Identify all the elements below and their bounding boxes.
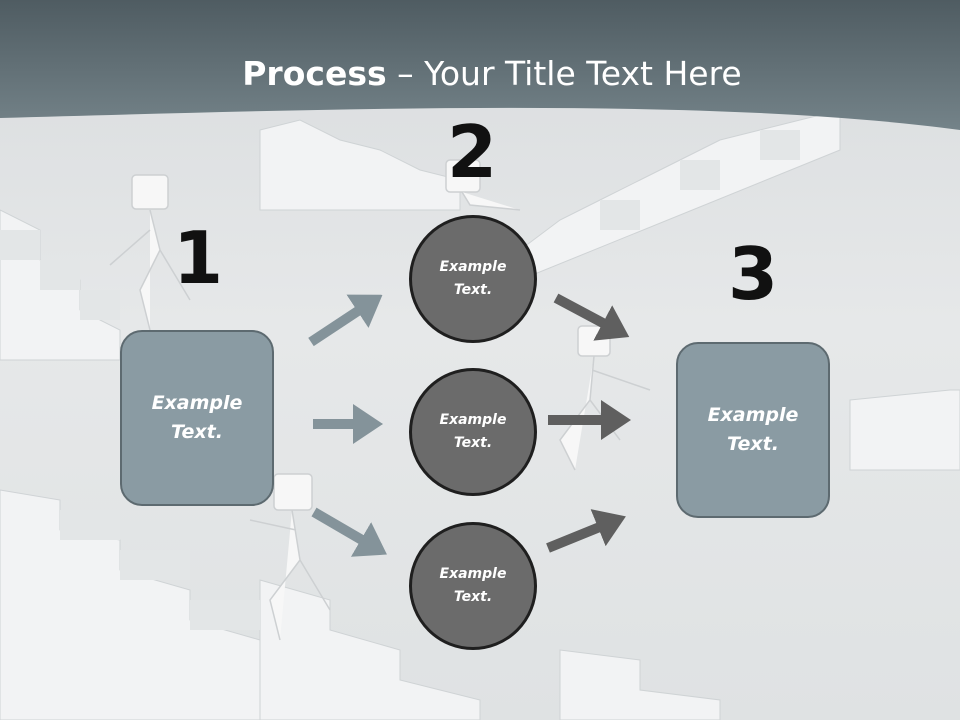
- page-title: Process – Your Title Text Here: [0, 52, 960, 96]
- step-1-box: Example Text.: [120, 330, 274, 506]
- title-bold: Process: [242, 54, 387, 93]
- step-2-circle-middle: Example Text.: [409, 368, 537, 496]
- step-number-3: 3: [727, 232, 779, 316]
- circle-middle-text: Example Text.: [439, 412, 507, 451]
- step-2-circle-bottom: Example Text.: [409, 522, 537, 650]
- step-number-2: 2: [446, 110, 498, 194]
- title-rest: – Your Title Text Here: [386, 54, 742, 93]
- title-banner: [0, 0, 960, 130]
- step-1-text: Example Text.: [151, 392, 243, 443]
- step-3-text: Example Text.: [707, 404, 799, 455]
- step-number-1: 1: [172, 216, 224, 300]
- step-2-circle-top: Example Text.: [409, 215, 537, 343]
- circle-top-text: Example Text.: [439, 259, 507, 298]
- step-3-box: Example Text.: [676, 342, 830, 518]
- circle-bottom-text: Example Text.: [439, 566, 507, 605]
